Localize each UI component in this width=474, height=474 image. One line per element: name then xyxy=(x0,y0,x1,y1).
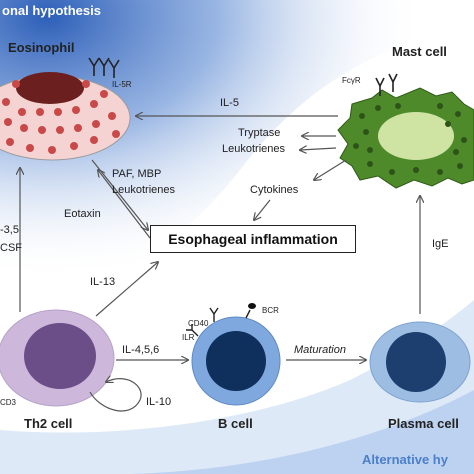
esophageal-inflammation-box: Esophageal inflammation xyxy=(150,225,356,253)
bcr-receptor-icon xyxy=(245,303,256,319)
il3-5-label: -3,5 xyxy=(0,224,19,236)
arrow-il13 xyxy=(95,262,158,317)
eosinophil-label: Eosinophil xyxy=(8,40,75,55)
il5r-label: IL-5R xyxy=(112,80,132,89)
arrow-cytokines-inflammation xyxy=(254,199,271,220)
ige-label: IgE xyxy=(432,238,449,250)
arrow-il10-loop xyxy=(89,379,142,412)
csf-label: CSF xyxy=(0,242,22,254)
eotaxin-label: Eotaxin xyxy=(64,208,101,220)
cytokines-label: Cytokines xyxy=(250,184,299,196)
plasma-cell-label: Plasma cell xyxy=(388,416,459,431)
il456-label: IL-4,5,6 xyxy=(122,344,160,356)
tryptase-label: Tryptase xyxy=(238,127,281,139)
bottom-hypothesis-band-dark xyxy=(130,390,474,474)
bottom-hypothesis-band xyxy=(0,300,474,474)
mast-cell-label: Mast cell xyxy=(392,44,447,59)
cd40-receptor-icon xyxy=(209,307,219,322)
ilr-receptor-icon xyxy=(186,324,199,337)
fcyr-label: FcγR xyxy=(342,76,361,85)
b-cell xyxy=(186,303,281,406)
th2-cell xyxy=(0,309,115,407)
th2-cell-label: Th2 cell xyxy=(24,416,73,431)
hypothesis-title-bottom: Alternative hy xyxy=(362,452,448,467)
esophageal-inflammation-label: Esophageal inflammation xyxy=(168,231,338,247)
bcr-label: BCR xyxy=(262,306,279,315)
maturation-label: Maturation xyxy=(294,344,346,356)
mast-cell xyxy=(337,73,474,189)
arrow-to-cytokines xyxy=(314,159,347,180)
eosinophil-cell xyxy=(0,57,131,161)
il5-label: IL-5 xyxy=(220,97,239,109)
hypothesis-title-top: onal hypothesis xyxy=(2,3,101,18)
fcyr-receptor-icon xyxy=(375,73,398,96)
leukotrienes-eos-label: Leukotrienes xyxy=(112,184,175,196)
il10-label: IL-10 xyxy=(146,396,172,408)
arrow-eotaxin xyxy=(98,170,151,239)
il13-label: IL-13 xyxy=(90,276,116,288)
plasma-cell xyxy=(369,321,471,403)
il5r-receptor-icon xyxy=(88,57,120,78)
leukotrienes-mast-label: Leukotrienes xyxy=(222,143,285,155)
b-cell-label: B cell xyxy=(218,416,253,431)
cd3-label: CD3 xyxy=(0,398,17,407)
cd40-label: CD40 xyxy=(188,319,209,328)
ilr-label: ILR xyxy=(182,333,195,342)
paf-mbp-label: PAF, MBP xyxy=(112,168,162,180)
arrow-leukotrienes-mast xyxy=(300,148,337,150)
top-hypothesis-band xyxy=(0,0,474,330)
